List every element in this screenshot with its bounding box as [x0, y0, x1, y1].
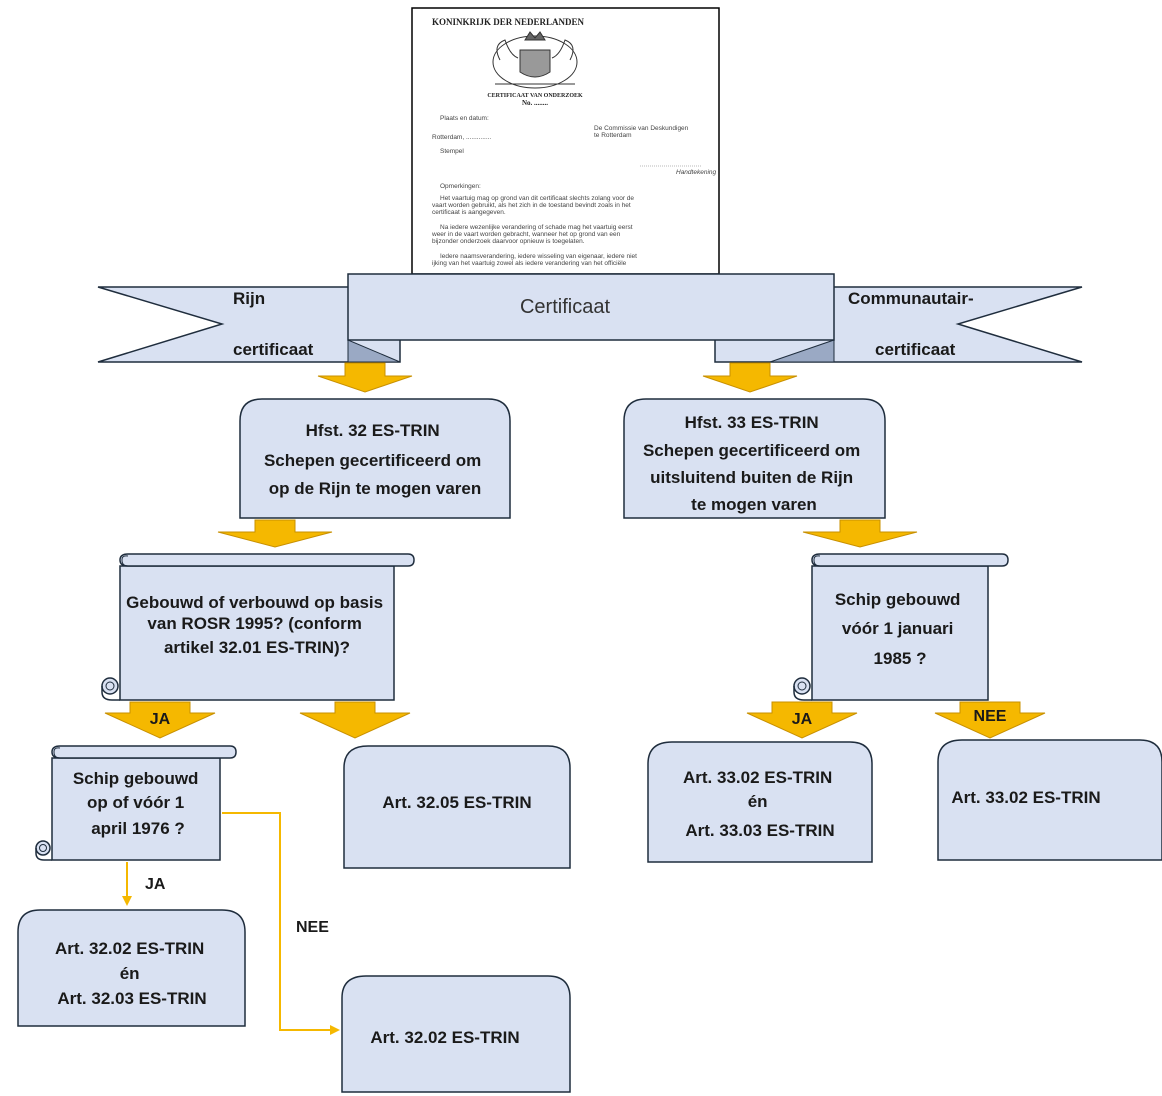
- banner-left-line2: certificaat: [233, 340, 314, 359]
- svg-text:Art. 32.02 ES-TRIN: Art. 32.02 ES-TRIN: [370, 1028, 519, 1047]
- label-q-nee: NEE: [974, 708, 1007, 725]
- box-art-3202: Art. 32.02 ES-TRIN: [341, 975, 571, 1093]
- arrow-hfst33: [802, 519, 918, 548]
- box-art-3202-3203: Art. 32.02 ES-TRIN én Art. 32.03 ES-TRIN: [17, 909, 246, 1027]
- box-art-3302: Art. 33.02 ES-TRIN: [937, 739, 1162, 861]
- document-cert-no: No. ........: [522, 99, 548, 107]
- arrow-q1-nee: [299, 701, 411, 739]
- document-cert-title: CERTIFICAAT VAN ONDERZOEK: [487, 93, 583, 99]
- banner-center-panel: [347, 273, 835, 341]
- document-paragraph-2: Na iedere wezenlijke verandering of scha…: [431, 224, 634, 245]
- scroll-question-1976: Schip gebouwd op of vóór 1 april 1976 ?: [35, 745, 237, 861]
- arrow-q1-ja: [104, 701, 216, 739]
- certificate-banner: Certificaat Rijn certificaat Communautai…: [97, 273, 1083, 363]
- label-q2-nee: NEE: [296, 919, 329, 936]
- certificate-document: KONINKRIJK DER NEDERLANDEN CERTIFICAAT V…: [411, 7, 720, 275]
- scroll-question-1985: Schip gebouwd vóór 1 januari 1985 ?: [793, 553, 1009, 701]
- arrow-hfst32: [217, 519, 333, 548]
- document-remarks: Opmerkingen:: [440, 183, 481, 190]
- arrow-banner-right: [702, 362, 798, 393]
- banner-left-line1: Rijn: [233, 289, 265, 308]
- svg-text:Art. 33.02 ES-TRIN: Art. 33.02 ES-TRIN: [951, 788, 1100, 807]
- label-q2-ja: JA: [145, 876, 166, 893]
- svg-text:Schip gebouwd op of vóór: Schip gebouwd op of vóór 1 april 1976 ?: [73, 769, 203, 838]
- document-paragraph-1: Het vaartuig mag op grond van dit certif…: [432, 195, 636, 216]
- document-paragraph-3: Iedere naamsverandering, iedere wisselin…: [432, 253, 639, 267]
- svg-text:Hfst. 33 ES-TRIN Schepen: Hfst. 33 ES-TRIN Schepen gecertificeerd …: [643, 413, 865, 514]
- box-hfst33: Hfst. 33 ES-TRIN Schepen gecertificeerd …: [623, 398, 886, 519]
- box-hfst32: Hfst. 32 ES-TRIN Schepen gecertificeerd …: [239, 398, 511, 519]
- coat-of-arms-icon: [492, 31, 578, 89]
- svg-text:Art. 32.02 ES-TRIN én: Art. 32.02 ES-TRIN én Art. 32.03 ES-TRIN: [55, 939, 209, 1008]
- document-heading: KONINKRIJK DER NEDERLANDEN: [432, 17, 585, 27]
- svg-text:Gebouwd of verbouwd op basis: Gebouwd of verbouwd op basis van ROSR 19…: [126, 593, 388, 657]
- scroll-question-rosr: Gebouwd of verbouwd op basis van ROSR 19…: [101, 553, 415, 701]
- document-stamp: Stempel: [440, 148, 464, 155]
- connector-q2-nee: [222, 812, 340, 1035]
- document-commission-place: te Rotterdam: [594, 132, 632, 139]
- svg-text:Art. 33.02 ES-TRIN én: Art. 33.02 ES-TRIN én Art. 33.03 ES-TRIN: [683, 768, 837, 840]
- svg-text:Art. 32.05 ES-TRIN: Art. 32.05 ES-TRIN: [382, 793, 531, 812]
- banner-center-label: Certificaat: [520, 296, 610, 318]
- box-art-3205: Art. 32.05 ES-TRIN: [343, 745, 571, 869]
- arrow-q-nee: [934, 701, 1046, 739]
- document-commission: De Commissie van Deskundigen: [594, 125, 689, 132]
- document-rotterdam: Rotterdam, ..............: [432, 134, 491, 141]
- svg-text:Hfst. 32 ES-TRIN Schepen: Hfst. 32 ES-TRIN Schepen gecertificeerd …: [264, 421, 486, 498]
- arrow-q-ja: [746, 701, 858, 739]
- label-q1-ja: JA: [150, 711, 171, 728]
- svg-text:Schip gebouwd vóór 1 jan: Schip gebouwd vóór 1 januari 1985 ?: [835, 590, 965, 668]
- label-q-ja: JA: [792, 711, 813, 728]
- banner-right-line2: certificaat: [875, 340, 956, 359]
- arrow-banner-left: [317, 362, 413, 393]
- banner-right-line1: Communautair-: [848, 289, 974, 308]
- document-place-date: Plaats en datum:: [440, 115, 489, 122]
- box-art-3302-3303: Art. 33.02 ES-TRIN én Art. 33.03 ES-TRIN: [647, 741, 873, 863]
- document-signature: Handtekening: [676, 169, 716, 176]
